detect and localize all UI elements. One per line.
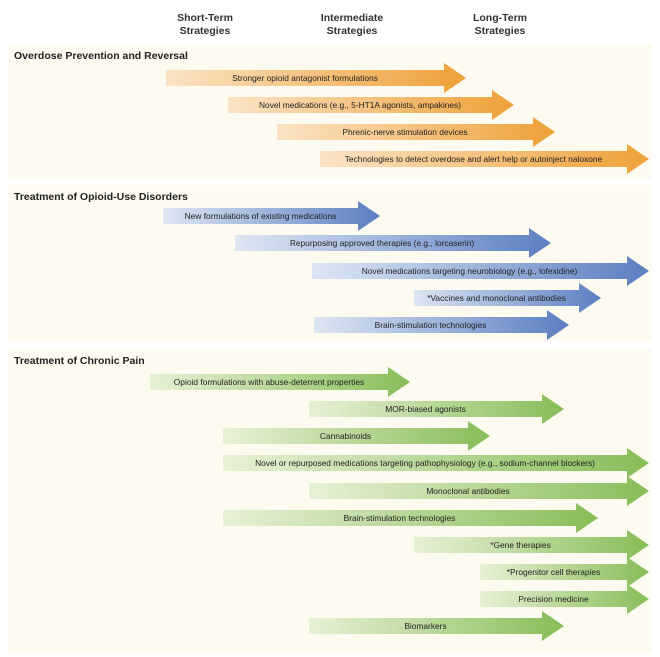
arrow-shape bbox=[309, 611, 564, 641]
arrow-label: Novel medications (e.g., 5-HT1A agonists… bbox=[258, 100, 462, 110]
arrow-body bbox=[228, 90, 514, 120]
arrow-body bbox=[163, 201, 380, 231]
arrow-shape bbox=[277, 117, 555, 147]
arrow-item: MOR-biased agonists bbox=[309, 394, 564, 424]
arrow-shape bbox=[480, 584, 649, 614]
arrow-body bbox=[312, 256, 649, 286]
arrow-shape bbox=[166, 63, 466, 93]
arrow-item: Phrenic-nerve stimulation devices bbox=[277, 117, 555, 147]
arrow-body bbox=[309, 476, 649, 506]
arrow-label: Phrenic-nerve stimulation devices bbox=[342, 127, 468, 137]
arrow-label: Novel or repurposed medications targetin… bbox=[255, 458, 595, 468]
header-short-term: Short-Term Strategies bbox=[150, 12, 260, 38]
arrow-item: Biomarkers bbox=[309, 611, 564, 641]
arrow-body bbox=[150, 367, 410, 397]
arrow-item: Stronger opioid antagonist formulations bbox=[166, 63, 466, 93]
arrow-item: Cannabinoids bbox=[223, 421, 490, 451]
arrow-body bbox=[320, 144, 649, 174]
arrow-label: Brain-stimulation technologies bbox=[343, 513, 456, 523]
arrow-shape bbox=[223, 503, 598, 533]
arrow-label: Stronger opioid antagonist formulations bbox=[232, 73, 378, 83]
arrow-body bbox=[277, 117, 555, 147]
arrow-label: MOR-biased agonists bbox=[385, 404, 466, 414]
arrow-shape bbox=[309, 476, 649, 506]
arrow-shape bbox=[309, 394, 564, 424]
arrow-item: Brain-stimulation technologies bbox=[314, 310, 569, 340]
header-long-term: Long-Term Strategies bbox=[445, 12, 555, 38]
header-short-term-text: Short-Term Strategies bbox=[177, 12, 233, 37]
arrow-item: Brain-stimulation technologies bbox=[223, 503, 598, 533]
arrow-label: Opioid formulations with abuse-deterrent… bbox=[173, 377, 365, 387]
arrow-label: Brain-stimulation technologies bbox=[374, 320, 487, 330]
arrow-item: Repurposing approved therapies (e.g., lo… bbox=[235, 228, 551, 258]
arrow-label: *Progenitor cell therapies bbox=[506, 567, 601, 577]
arrow-body bbox=[309, 394, 564, 424]
arrow-shape bbox=[414, 530, 649, 560]
arrow-item: Opioid formulations with abuse-deterrent… bbox=[150, 367, 410, 397]
arrow-label: New formulations of existing medications bbox=[184, 211, 337, 221]
arrow-label: Repurposing approved therapies (e.g., lo… bbox=[289, 238, 475, 248]
arrow-label: Biomarkers bbox=[404, 621, 447, 631]
arrow-label: Novel medications targeting neurobiology… bbox=[361, 266, 578, 276]
arrow-item: Novel or repurposed medications targetin… bbox=[223, 448, 649, 478]
arrow-body bbox=[314, 310, 569, 340]
section-title-oud: Treatment of Opioid-Use Disorders bbox=[14, 191, 188, 203]
header-intermediate: Intermediate Strategies bbox=[297, 12, 407, 38]
arrow-label: Monoclonal antibodies bbox=[426, 486, 510, 496]
arrow-body bbox=[480, 584, 649, 614]
arrow-item: *Gene therapies bbox=[414, 530, 649, 560]
arrow-shape bbox=[314, 310, 569, 340]
arrow-item: *Vaccines and monoclonal antibodies bbox=[414, 283, 601, 313]
arrow-label: Precision medicine bbox=[518, 594, 589, 604]
arrow-item: *Progenitor cell therapies bbox=[480, 557, 649, 587]
section-title-overdose: Overdose Prevention and Reversal bbox=[14, 50, 188, 62]
arrow-label: *Gene therapies bbox=[490, 540, 551, 550]
arrow-label: *Vaccines and monoclonal antibodies bbox=[427, 293, 566, 303]
arrow-body bbox=[223, 421, 490, 451]
arrow-shape bbox=[312, 256, 649, 286]
arrow-body bbox=[414, 283, 601, 313]
arrow-shape bbox=[414, 283, 601, 313]
arrow-item: Monoclonal antibodies bbox=[309, 476, 649, 506]
section-title-chronic-pain: Treatment of Chronic Pain bbox=[14, 355, 145, 367]
arrow-body bbox=[480, 557, 649, 587]
arrow-body bbox=[309, 611, 564, 641]
arrow-shape bbox=[235, 228, 551, 258]
arrow-body bbox=[235, 228, 551, 258]
header-intermediate-text: Intermediate Strategies bbox=[320, 12, 384, 37]
arrow-shape bbox=[228, 90, 514, 120]
arrow-body bbox=[223, 503, 598, 533]
arrow-item: New formulations of existing medications bbox=[163, 201, 380, 231]
arrow-shape bbox=[480, 557, 649, 587]
arrow-shape bbox=[163, 201, 380, 231]
arrow-shape bbox=[150, 367, 410, 397]
arrow-shape bbox=[320, 144, 649, 174]
arrow-body bbox=[166, 63, 466, 93]
arrow-shape bbox=[223, 448, 649, 478]
arrow-shape bbox=[223, 421, 490, 451]
arrow-item: Novel medications (e.g., 5-HT1A agonists… bbox=[228, 90, 514, 120]
arrow-body bbox=[414, 530, 649, 560]
arrow-item: Technologies to detect overdose and aler… bbox=[320, 144, 649, 174]
arrow-item: Precision medicine bbox=[480, 584, 649, 614]
arrow-item: Novel medications targeting neurobiology… bbox=[312, 256, 649, 286]
arrow-label: Technologies to detect overdose and aler… bbox=[344, 154, 603, 164]
header-long-term-text: Long-Term Strategies bbox=[472, 12, 528, 37]
arrow-body bbox=[223, 448, 649, 478]
arrow-label: Cannabinoids bbox=[319, 431, 372, 441]
